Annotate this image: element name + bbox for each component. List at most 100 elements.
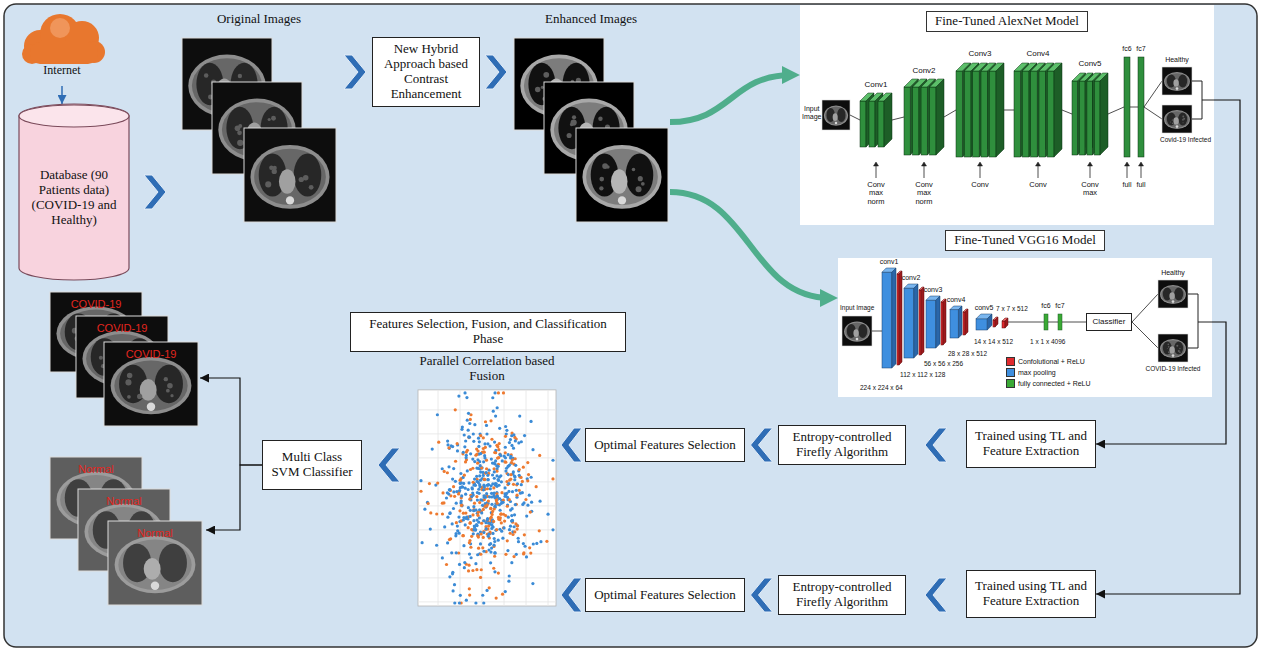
layer-block [878, 101, 884, 147]
scatter-dot [493, 552, 496, 555]
layer-block [892, 268, 896, 368]
scatter-dot [539, 540, 542, 543]
scatter-dot [528, 546, 531, 549]
scatter-dot [504, 435, 507, 438]
scatter-dot [479, 452, 482, 455]
ct-body [111, 357, 192, 414]
scatter-dot [518, 474, 521, 477]
scatter-dot [468, 436, 471, 439]
scatter-dot [489, 419, 492, 422]
layer-block [1094, 81, 1100, 155]
fc-layer [1124, 57, 1130, 157]
scatter-dot [504, 514, 507, 517]
wire-line [1132, 294, 1158, 322]
ct-tissue [254, 149, 326, 205]
ct-opacity [204, 73, 209, 78]
layer-label: Conv max norm [867, 181, 885, 206]
ct-body [582, 145, 661, 209]
ct-opacity [125, 379, 131, 385]
scatter-dot [509, 532, 512, 535]
layer-block [1039, 71, 1046, 157]
scatter-dot [472, 519, 475, 522]
scatter-dot [482, 494, 485, 497]
scatter-dot [446, 443, 449, 446]
ct-heart [140, 379, 157, 401]
scatter-dot [479, 553, 482, 556]
layer-block [1046, 63, 1054, 157]
scatter-dot [484, 420, 487, 423]
scatter-dot [470, 495, 473, 498]
cloud-icon: Internet [14, 6, 110, 86]
scatter-dot [436, 481, 439, 484]
chevron-arrow [751, 578, 773, 612]
layer-block [1100, 73, 1108, 155]
scatter-dot [480, 511, 483, 514]
scatter-dot [483, 442, 486, 445]
scatter-dot [490, 527, 493, 530]
scatter-dot [479, 479, 482, 482]
scatter-dot [482, 488, 485, 491]
scatter-dot [510, 519, 513, 522]
layer-block [1093, 73, 1101, 155]
scatter-dot [498, 453, 501, 456]
layer-block [950, 310, 958, 338]
legend-row: Confolutional + ReLU [1006, 357, 1085, 366]
layer-label: fc7 [1136, 45, 1145, 53]
scatter-dot [454, 480, 457, 483]
scatter-dot [512, 433, 515, 436]
scatter-dot [449, 537, 452, 540]
layer-block [989, 71, 996, 157]
scatter-dot [469, 468, 472, 471]
layer-block [899, 271, 902, 365]
scatter-dot [464, 493, 467, 496]
scatter-dot [514, 457, 517, 460]
image-stack: Enhanced Images [512, 12, 670, 226]
scatter-dot [509, 525, 512, 528]
scatter-dot [467, 488, 470, 491]
scatter-dot [467, 436, 470, 439]
scatter-dot [489, 561, 492, 564]
layer-label: Conv3 [968, 50, 991, 59]
ct-opacity [237, 131, 242, 136]
scatter-dot [489, 507, 492, 510]
ct-heart [611, 169, 628, 193]
scatter-dot [446, 516, 449, 519]
ct-scan-image [1158, 280, 1188, 308]
scatter-dot [527, 473, 530, 476]
layer-block [897, 274, 899, 365]
node-label: Original Images [180, 12, 338, 27]
layer-block [988, 63, 996, 157]
legend-text: max pooling [1018, 369, 1056, 377]
ct-spine [1176, 125, 1179, 128]
scatter-dot [483, 478, 486, 481]
scatter-dot [454, 534, 457, 537]
scatter-dot [515, 489, 518, 492]
chevron-arrow [344, 55, 366, 89]
scatter-dot [528, 494, 531, 497]
ct-heart [144, 558, 161, 580]
scatter-dot [492, 492, 495, 495]
ct-scan-image [244, 128, 336, 222]
ct-spine [151, 581, 159, 589]
scatter-dot [483, 478, 486, 481]
cloud-base [30, 42, 98, 64]
scatter-dot [459, 482, 462, 485]
ct-opacity [1179, 351, 1181, 353]
scatter-dot [508, 441, 511, 444]
chevron-arrow [925, 578, 947, 612]
scatter-dot [487, 483, 490, 486]
scatter-dot [456, 524, 459, 527]
scatter-dot [497, 456, 500, 459]
scatter-dot [535, 485, 538, 488]
layer-block [936, 296, 940, 348]
elbow-connector [206, 465, 262, 530]
ct-lung [626, 153, 654, 196]
layer-label: 56 x 56 x 256 [924, 360, 963, 367]
scatter-dot [506, 483, 509, 486]
scatter-dot [501, 459, 504, 462]
process-box: Multi Class SVM Classifier [262, 440, 362, 490]
database-cylinder: Database (90 Patients data) (COVID-19 an… [18, 104, 130, 280]
scatter-dot [501, 593, 504, 596]
ct-opacity [1172, 120, 1173, 121]
scatter-dot [478, 440, 481, 443]
